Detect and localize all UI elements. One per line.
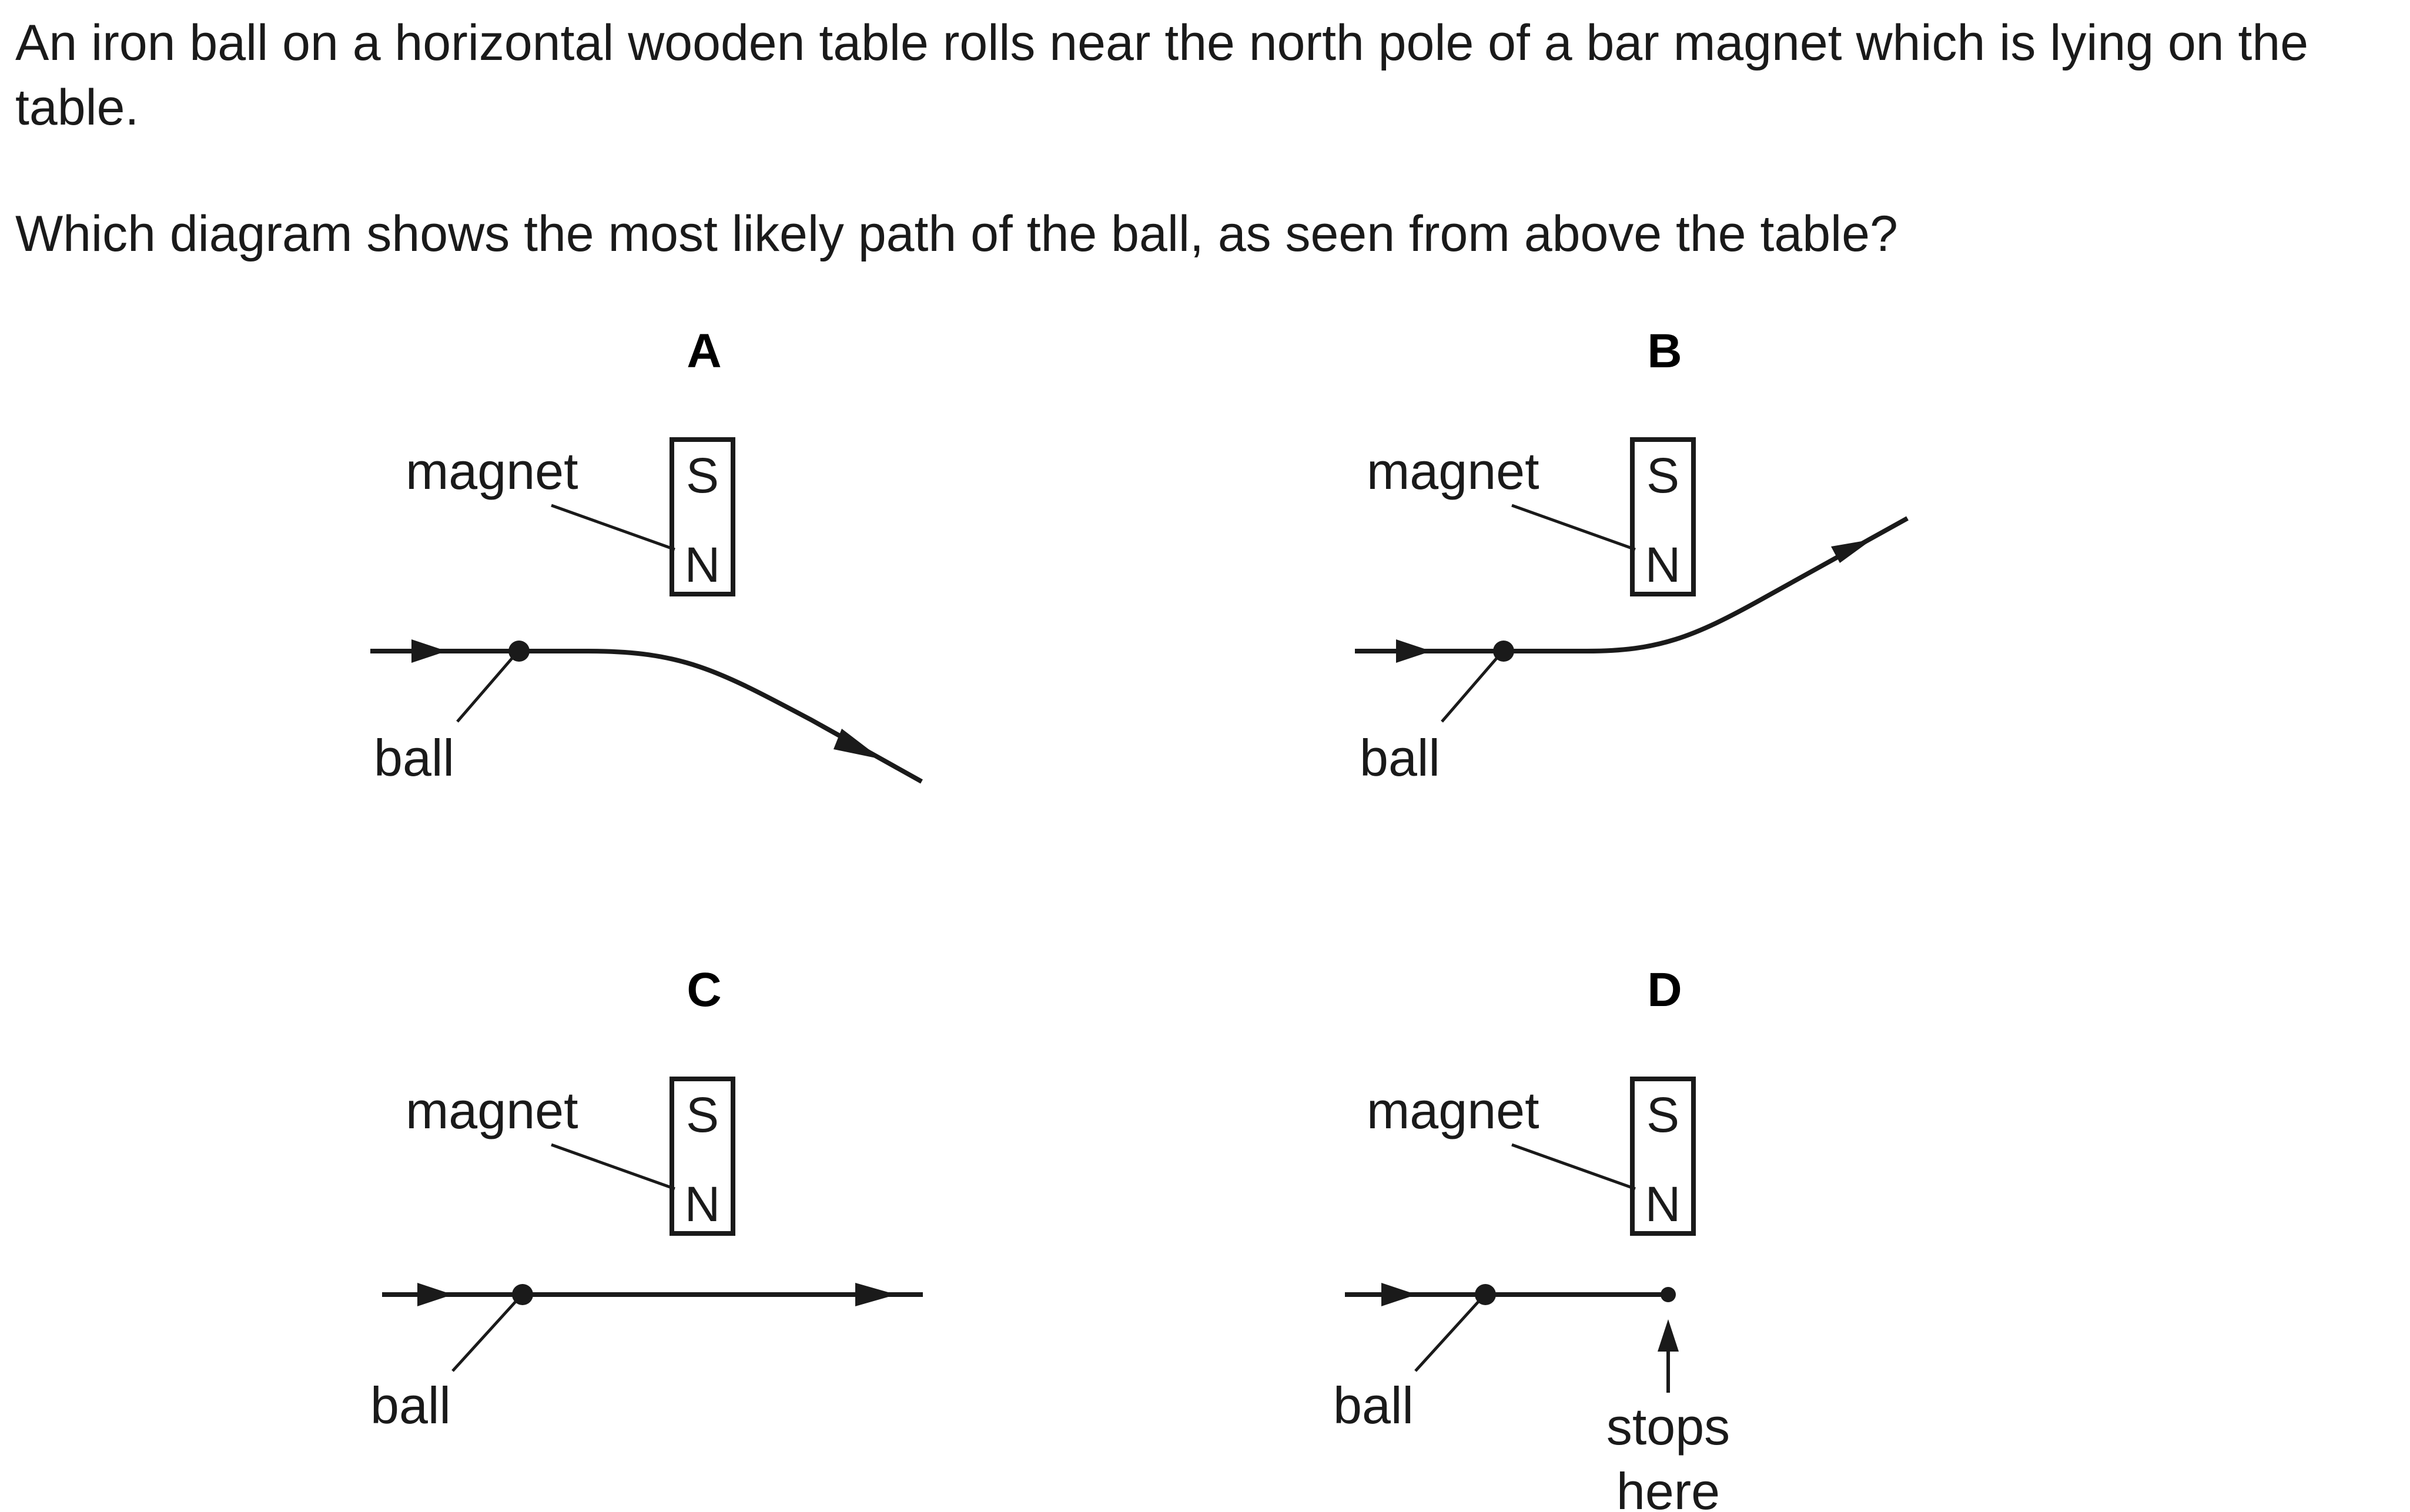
option-b-ball xyxy=(1493,641,1514,662)
option-c-ball xyxy=(512,1284,533,1305)
option-b-ball-leader-line xyxy=(1441,656,1499,723)
option-c-south-pole: S xyxy=(686,1087,719,1142)
option-c-magnet-leader-line xyxy=(551,1143,675,1191)
option-a-diagram[interactable]: A magnet S N ball xyxy=(370,324,923,787)
option-a-north-pole: N xyxy=(685,537,721,592)
option-d-ball-leader-line xyxy=(1414,1299,1481,1372)
option-c-letter: C xyxy=(687,963,721,1017)
option-b-diagram[interactable]: B magnet S N ball xyxy=(1355,324,1909,787)
option-a-entry-arrow xyxy=(411,639,447,663)
option-d-ball-label: ball xyxy=(1333,1376,1414,1434)
option-b-letter: B xyxy=(1647,324,1682,378)
question-stem: An iron ball on a horizontal wooden tabl… xyxy=(15,11,2390,266)
option-d-stop-arrow-head xyxy=(1658,1319,1679,1352)
option-d-ball xyxy=(1475,1284,1496,1305)
option-c-ball-leader-line xyxy=(451,1299,518,1372)
option-b-ball-path xyxy=(1355,516,1909,653)
option-a-letter: A xyxy=(687,324,721,378)
option-c-entry-arrow xyxy=(417,1283,453,1306)
question-text-prompt: Which diagram shows the most likely path… xyxy=(15,206,1898,262)
option-b-bar-magnet xyxy=(1630,437,1696,596)
option-d-stop-label-line2: here xyxy=(1616,1462,1720,1512)
option-b-ball-label: ball xyxy=(1360,729,1440,787)
option-d-north-pole: N xyxy=(1645,1176,1681,1232)
option-d-diagram[interactable]: D magnet S N ball stops here xyxy=(1333,963,1730,1512)
option-a-magnet-label: magnet xyxy=(406,442,578,500)
option-c-diagram[interactable]: C magnet S N ball xyxy=(370,963,923,1434)
option-d-magnet-label: magnet xyxy=(1367,1081,1539,1139)
option-a-ball-path xyxy=(370,649,923,784)
option-b-exit-arrow xyxy=(1831,539,1872,563)
option-a-south-pole: S xyxy=(686,448,719,503)
option-b-magnet-label: magnet xyxy=(1367,442,1539,500)
option-d-stop-label-line1: stops xyxy=(1606,1397,1730,1456)
option-a-magnet-leader-line xyxy=(551,504,675,551)
option-d-south-pole: S xyxy=(1646,1087,1679,1142)
option-c-bar-magnet xyxy=(670,1077,735,1236)
option-d-entry-arrow xyxy=(1381,1283,1417,1306)
option-c-magnet-label: magnet xyxy=(406,1081,578,1139)
option-b-magnet-leader-line xyxy=(1511,504,1636,551)
option-c-north-pole: N xyxy=(685,1176,721,1232)
option-c-ball-label: ball xyxy=(370,1376,451,1434)
option-d-magnet-leader-line xyxy=(1511,1143,1636,1191)
option-b-entry-arrow xyxy=(1396,639,1431,663)
option-d-bar-magnet xyxy=(1630,1077,1696,1236)
option-a-ball-leader-line xyxy=(456,656,514,723)
option-a-ball-label: ball xyxy=(374,729,454,787)
option-a-exit-arrow xyxy=(834,729,882,759)
option-b-south-pole: S xyxy=(1646,448,1679,503)
option-d-stop-point xyxy=(1661,1287,1676,1302)
question-text-intro: An iron ball on a horizontal wooden tabl… xyxy=(15,15,2309,136)
option-b-north-pole: N xyxy=(1645,537,1681,592)
option-c-exit-arrow xyxy=(855,1283,896,1306)
option-a-bar-magnet xyxy=(670,437,735,596)
option-a-ball xyxy=(508,641,530,662)
option-d-letter: D xyxy=(1647,963,1682,1017)
